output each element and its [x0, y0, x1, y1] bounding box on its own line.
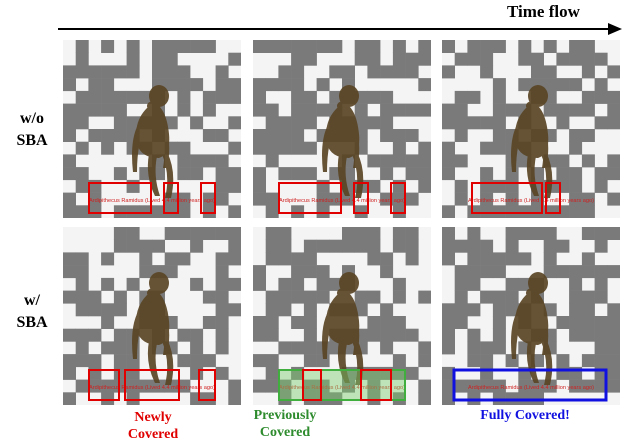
time-flow-arrow	[58, 23, 622, 35]
caption-text: Ardipithecus Ramidus (Lived 4.4 million …	[89, 385, 215, 391]
caption-text: Ardipithecus Ramidus (Lived 4.4 million …	[468, 385, 594, 391]
caption-text: Ardipithecus Ramidus (Lived 4.4 million …	[468, 198, 594, 204]
masked-image: Ardipithecus Ramidus (Lived 4.4 million …	[253, 227, 431, 405]
newly-covered-box	[353, 182, 369, 214]
masked-image: Ardipithecus Ramidus (Lived 4.4 million …	[253, 40, 431, 218]
newly-covered-box	[88, 182, 152, 214]
newly-covered-box	[88, 369, 120, 401]
newly-covered-box	[302, 369, 322, 401]
previously-covered-box	[278, 369, 406, 401]
masked-image: Ardipithecus Ramidus (Lived 4.4 million …	[63, 40, 241, 218]
legend-newly-line2: Covered	[127, 427, 179, 442]
row-label-w-sba: w/ SBA	[16, 292, 48, 331]
fully-covered-box	[452, 368, 608, 402]
legend-previously-covered: Previously Covered	[230, 407, 340, 441]
newly-covered-box	[163, 182, 179, 214]
row-label-wo-sba: w/o SBA	[16, 110, 48, 149]
newly-covered-box	[200, 182, 216, 214]
panel-w-sba-t1: Ardipithecus Ramidus (Lived 4.4 million …	[63, 227, 241, 405]
newly-covered-box	[124, 369, 180, 401]
caption-text: Ardipithecus Ramidus (Lived 4.4 million …	[279, 198, 405, 204]
legend-previously-line1: Previously	[253, 408, 317, 423]
legend-newly-line1: Newly	[134, 410, 172, 425]
panel-w-sba-t3: Ardipithecus Ramidus (Lived 4.4 million …	[442, 227, 620, 405]
panel-wo-sba-t1: Ardipithecus Ramidus (Lived 4.4 million …	[63, 40, 241, 218]
panel-w-sba-t2: Ardipithecus Ramidus (Lived 4.4 million …	[253, 227, 431, 405]
newly-covered-box	[545, 182, 561, 214]
panel-wo-sba-t2: Ardipithecus Ramidus (Lived 4.4 million …	[253, 40, 431, 218]
legend-fully-text: Fully Covered!	[480, 408, 570, 423]
masked-image: Ardipithecus Ramidus (Lived 4.4 million …	[63, 227, 241, 405]
newly-covered-box	[390, 182, 406, 214]
panel-wo-sba-t3: Ardipithecus Ramidus (Lived 4.4 million …	[442, 40, 620, 218]
legend-previously-line2: Covered	[259, 425, 311, 440]
legend-newly-covered: Newly Covered	[98, 409, 208, 443]
legend-fully-covered: Fully Covered!	[455, 407, 595, 424]
newly-covered-box	[471, 182, 543, 214]
newly-covered-box	[198, 369, 216, 401]
masked-image: Ardipithecus Ramidus (Lived 4.4 million …	[442, 40, 620, 218]
masked-image: Ardipithecus Ramidus (Lived 4.4 million …	[442, 227, 620, 405]
newly-covered-box	[278, 182, 342, 214]
caption-text: Ardipithecus Ramidus (Lived 4.4 million …	[89, 198, 215, 204]
newly-covered-box	[360, 369, 392, 401]
caption-text: Ardipithecus Ramidus (Lived 4.4 million …	[279, 385, 405, 391]
time-flow-label: Time flow	[507, 2, 580, 21]
